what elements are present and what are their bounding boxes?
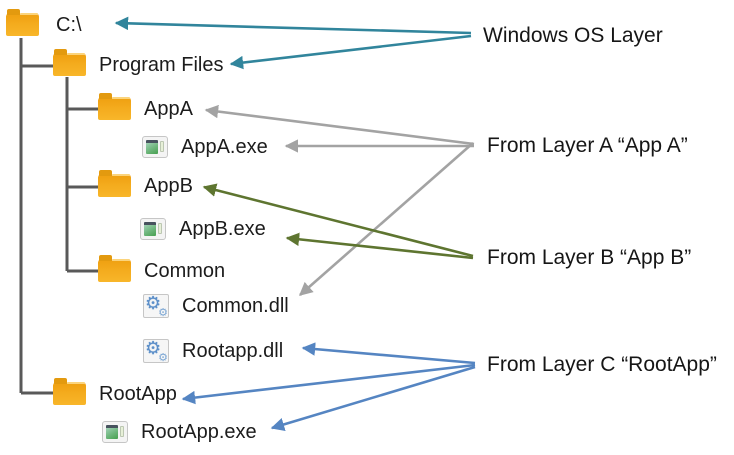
arrow-layer-c-to-rootapp <box>181 363 476 405</box>
annotation-from-layer-a: From Layer A “App A” <box>487 134 688 157</box>
annotation-from-layer-c: From Layer C “RootApp” <box>487 353 717 376</box>
arrow-layer-c-to-rootapp-exe <box>270 365 476 431</box>
tree-node-label: C:\ <box>56 14 82 36</box>
tree-node-label: AppB <box>144 175 193 197</box>
tree-node-appa-exe: AppA.exe <box>142 132 268 162</box>
arrow-layer-a-to-common-dll <box>298 142 474 296</box>
tree-node-c-drive: C:\ <box>6 9 82 40</box>
tree-connector-lines <box>19 38 98 395</box>
tree-node-label: RootApp.exe <box>141 421 257 443</box>
annotation-windows-os-layer: Windows OS Layer <box>483 24 663 47</box>
tree-node-appb-exe: AppB.exe <box>140 214 266 244</box>
tree-node-common-dll: Common.dll <box>143 291 289 321</box>
tree-node-label: AppA <box>144 98 193 120</box>
folder-icon <box>53 49 86 76</box>
annotation-from-layer-b: From Layer B “App B” <box>487 246 692 269</box>
arrow-layer-c-to-rootapp-dll <box>301 342 476 365</box>
arrow-layer-b-to-appb-exe <box>285 232 474 260</box>
tree-node-program-files: Program Files <box>53 49 224 80</box>
tree-node-label: Common.dll <box>182 295 289 317</box>
gears-dll-icon <box>143 339 169 364</box>
folder-icon <box>98 93 131 120</box>
application-window-icon <box>102 421 128 443</box>
tree-node-label: Rootapp.dll <box>182 340 284 362</box>
tree-node-rootapp-dll: Rootapp.dll <box>143 336 283 366</box>
tree-node-label: Common <box>144 260 226 282</box>
folder-icon <box>98 255 131 282</box>
tree-node-label: RootApp <box>99 383 177 405</box>
tree-node-label: AppB.exe <box>179 218 266 240</box>
arrow-os-to-c-drive <box>114 16 472 35</box>
application-window-icon <box>140 218 166 240</box>
folder-icon <box>6 9 39 36</box>
tree-node-appa: AppA <box>98 93 193 124</box>
arrow-os-to-program-files <box>229 34 472 70</box>
tree-node-label: Program Files <box>99 54 224 76</box>
folder-icon <box>53 378 86 405</box>
folder-icon <box>98 170 131 197</box>
tree-node-rootapp-exe: RootApp.exe <box>102 417 257 447</box>
application-window-icon <box>142 136 168 158</box>
tree-node-appb: AppB <box>98 170 193 201</box>
tree-node-common: Common <box>98 255 226 286</box>
gears-dll-icon <box>143 294 169 319</box>
tree-node-label: AppA.exe <box>181 136 268 158</box>
tree-node-rootapp: RootApp <box>53 378 177 409</box>
